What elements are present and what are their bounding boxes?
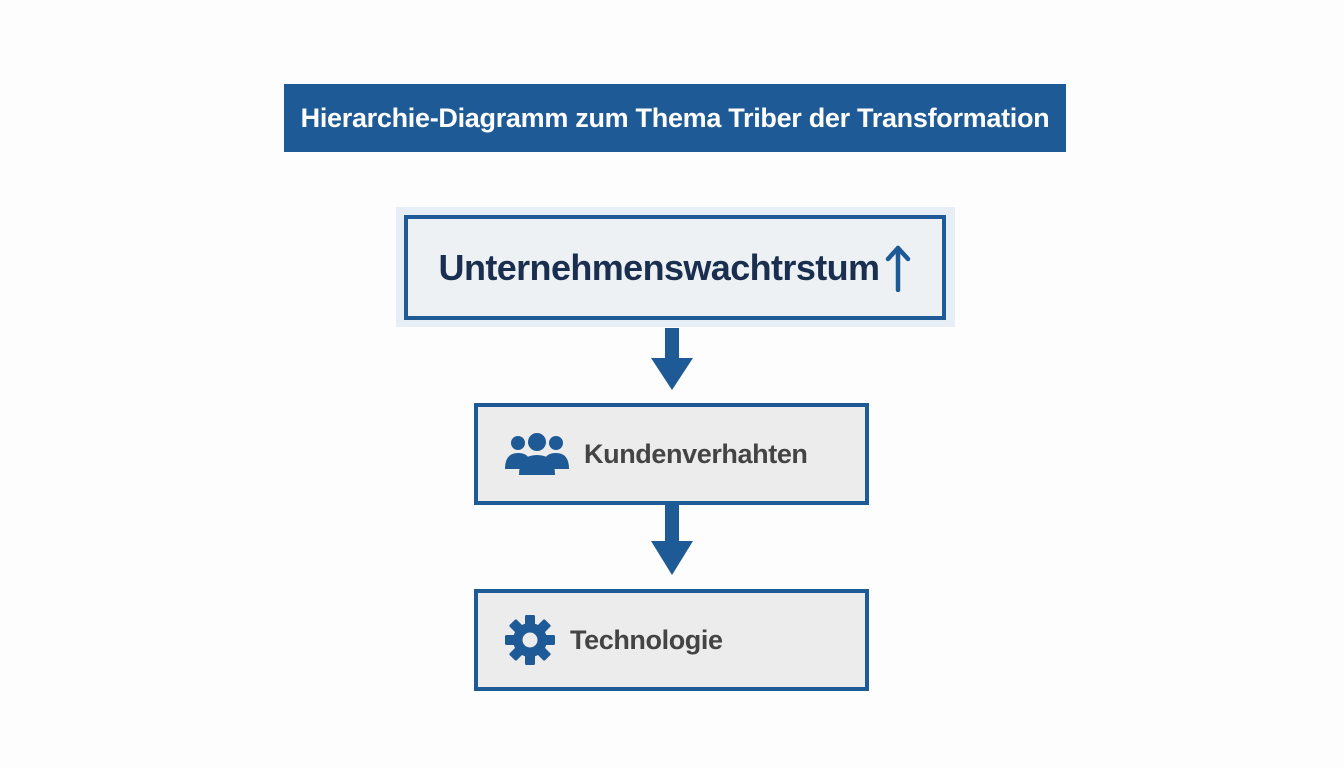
up-arrow-icon <box>885 244 911 292</box>
people-group-icon <box>504 431 570 477</box>
connector-arrow-1 <box>651 328 693 390</box>
gear-icon <box>504 614 556 666</box>
diagram-title: Hierarchie-Diagramm zum Thema Triber der… <box>300 102 1050 133</box>
top-node: Unternehmenswachtrstum <box>404 215 946 320</box>
connector-arrow-2 <box>651 505 693 575</box>
title-banner: Hierarchie-Diagramm zum Thema Triber der… <box>284 84 1066 152</box>
top-node-label: Unternehmenswachtrstum <box>438 246 881 288</box>
node-technology-label: Technologie <box>570 624 723 655</box>
node-technology: Technologie <box>474 589 869 691</box>
node-customer-behavior-label: Kundenverhahten <box>584 438 808 469</box>
node-customer-behavior: Kundenverhahten <box>474 403 869 505</box>
